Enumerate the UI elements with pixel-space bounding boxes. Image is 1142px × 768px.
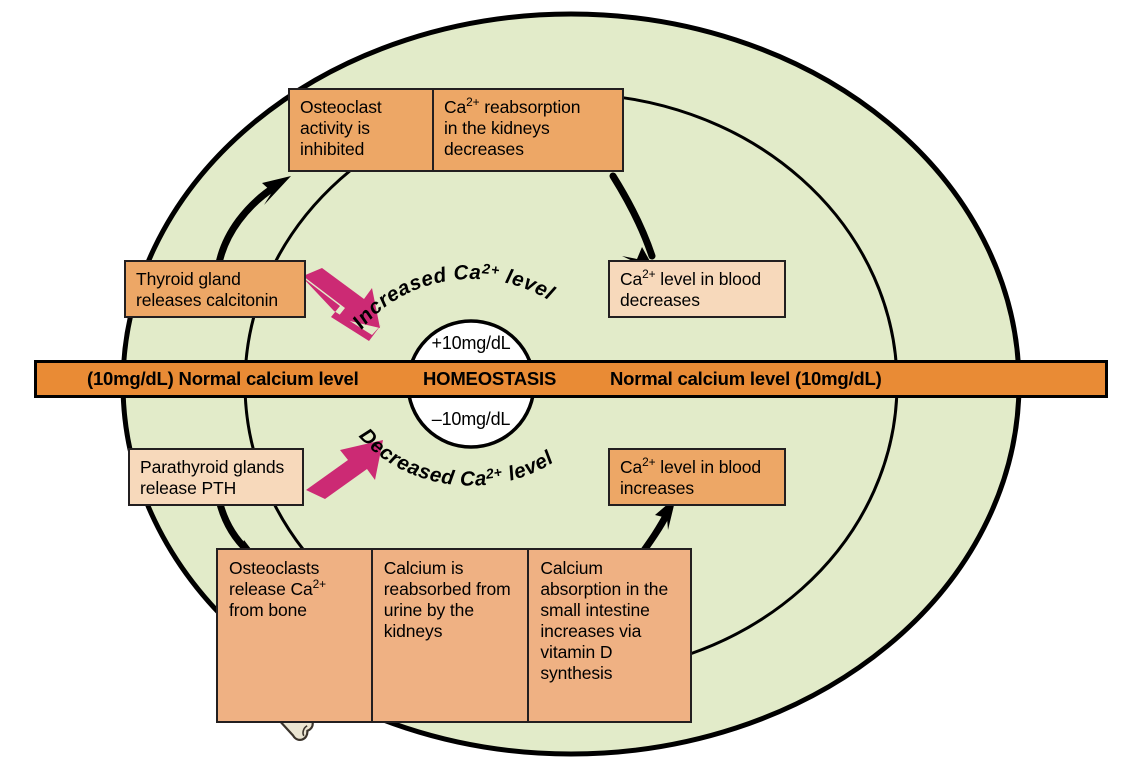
box-ca-reabsorption-kidneys-decreases: Ca2+ reabsorption in the kidneys decreas… — [432, 88, 624, 172]
box-ca-level-blood-increases: Ca2+ level in blood increases — [608, 448, 786, 506]
osteoclast-inhibited-line3: inhibited — [300, 139, 365, 159]
ca-increases-line1: Ca2+ level in blood — [620, 455, 775, 478]
bar-left-label: (10mg/dL) Normal calcium level — [87, 368, 359, 389]
pth-line1: Parathyroid glands — [140, 457, 285, 477]
reabsorbed-line2: reabsorbed from — [383, 579, 511, 599]
ca-reabsorption-pre: Ca — [444, 97, 467, 117]
magenta-arrow-decreased-level — [306, 440, 383, 499]
ca-decreases-sup: 2+ — [642, 267, 656, 282]
osteoclasts-sup: 2+ — [312, 577, 326, 592]
bar-right-label: Normal calcium level (10mg/dL) — [610, 368, 882, 389]
center-value-below: –10mg/dL — [431, 409, 511, 429]
osteoclasts-line3: from bone — [229, 600, 307, 620]
pth-line2: release PTH — [140, 478, 237, 498]
bar-center-label: HOMEOSTASIS — [423, 368, 557, 389]
thyroid-line2: releases calcitonin — [136, 290, 279, 310]
absorption-line4: increases via — [540, 621, 642, 641]
ca-decreases-line2: decreases — [620, 290, 700, 310]
ca-increases-line2: increases — [620, 478, 694, 498]
ca-decreases-post: level in blood — [655, 269, 762, 289]
cell-calcium-absorption-intestine: Calcium absorption in the small intestin… — [527, 550, 690, 721]
ca-increases-pre: Ca — [620, 457, 643, 477]
osteoclasts-line2: release Ca2+ — [229, 577, 363, 600]
center-value-above: +10mg/dL — [431, 333, 511, 353]
osteoclasts-line1: Osteoclasts — [229, 558, 320, 578]
arrow-thyroid-to-osteoclast — [214, 176, 291, 272]
ca-reabsorption-line3: decreases — [444, 139, 524, 159]
ca-decreases-line1: Ca2+ level in blood — [620, 267, 775, 290]
osteoclasts-pre: release Ca — [229, 579, 313, 599]
osteoclast-inhibited-line2: activity is — [300, 118, 370, 138]
ca-increases-post: level in blood — [655, 457, 762, 477]
osteoclast-inhibited-line1: Osteoclast — [300, 97, 382, 117]
absorption-line6: synthesis — [540, 663, 613, 683]
absorption-line1: Calcium — [540, 558, 603, 578]
ca-reabsorption-post: reabsorption — [479, 97, 581, 117]
box-parathyroid-release-pth: Parathyroid glands release PTH — [128, 448, 304, 506]
ca-increases-sup: 2+ — [642, 455, 656, 470]
absorption-line3: small intestine — [540, 600, 650, 620]
ca-reabsorption-line2: in the kidneys — [444, 118, 550, 138]
ca-reabsorption-sup: 2+ — [466, 95, 480, 110]
thyroid-line1: Thyroid gland — [136, 269, 241, 289]
box-osteoclast-activity-inhibited: Osteoclast activity is inhibited — [288, 88, 434, 172]
ca-decreases-pre: Ca — [620, 269, 643, 289]
reabsorbed-line3: urine by the — [383, 600, 474, 620]
homeostasis-bar: (10mg/dL) Normal calcium level HOMEOSTAS… — [34, 360, 1108, 398]
ca-reabsorption-line1: Ca2+ reabsorption — [444, 95, 613, 118]
cell-osteoclasts-release-ca: Osteoclasts release Ca2+ from bone — [218, 550, 371, 721]
box-ca-level-blood-decreases: Ca2+ level in blood decreases — [608, 260, 786, 318]
reabsorbed-line1: Calcium is — [383, 558, 464, 578]
absorption-line2: absorption in the — [540, 579, 669, 599]
magenta-arrow-increased-level — [302, 268, 381, 341]
box-thyroid-releases-calcitonin: Thyroid gland releases calcitonin — [124, 260, 306, 318]
reabsorbed-line4: kidneys — [383, 621, 443, 641]
absorption-line5: vitamin D — [540, 642, 613, 662]
cell-calcium-reabsorbed-urine: Calcium is reabsorbed from urine by the … — [370, 550, 528, 721]
bottom-triple-box: Osteoclasts release Ca2+ from bone Calci… — [216, 548, 692, 723]
